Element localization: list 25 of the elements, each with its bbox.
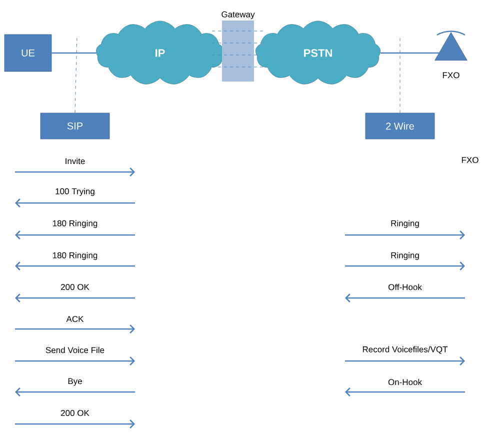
message-label: FXO	[462, 157, 478, 163]
message-label: 180 Ringing	[52, 252, 98, 260]
message-label: 200 OK	[61, 410, 90, 416]
message-label: 180 Ringing	[52, 220, 98, 228]
antenna-triangle: FXO	[434, 30, 468, 78]
connector-line	[380, 52, 440, 54]
message-label: ACK	[66, 316, 84, 322]
message-label: 200 OK	[61, 284, 90, 290]
message-label: Invite	[66, 158, 85, 164]
node-label: FXO	[442, 72, 460, 78]
message-label: Bye	[68, 378, 82, 386]
message-label: Send Voice File	[46, 346, 104, 354]
message-label: 100 Trying	[56, 188, 94, 196]
connector-line	[52, 52, 96, 54]
message-label: On-Hook	[388, 378, 422, 386]
cloud: PSTN	[256, 20, 380, 84]
message-label: Record Voicefiles/VQT	[362, 346, 448, 354]
message-label: Ringing	[391, 220, 419, 228]
box: UE	[4, 34, 52, 72]
message-label: Ringing	[391, 252, 419, 260]
box: SIP	[40, 112, 110, 140]
node-label: Gateway	[222, 11, 255, 20]
box: 2 Wire	[365, 112, 435, 140]
message-label: Off-Hook	[388, 284, 422, 290]
cloud: IP	[96, 20, 224, 84]
